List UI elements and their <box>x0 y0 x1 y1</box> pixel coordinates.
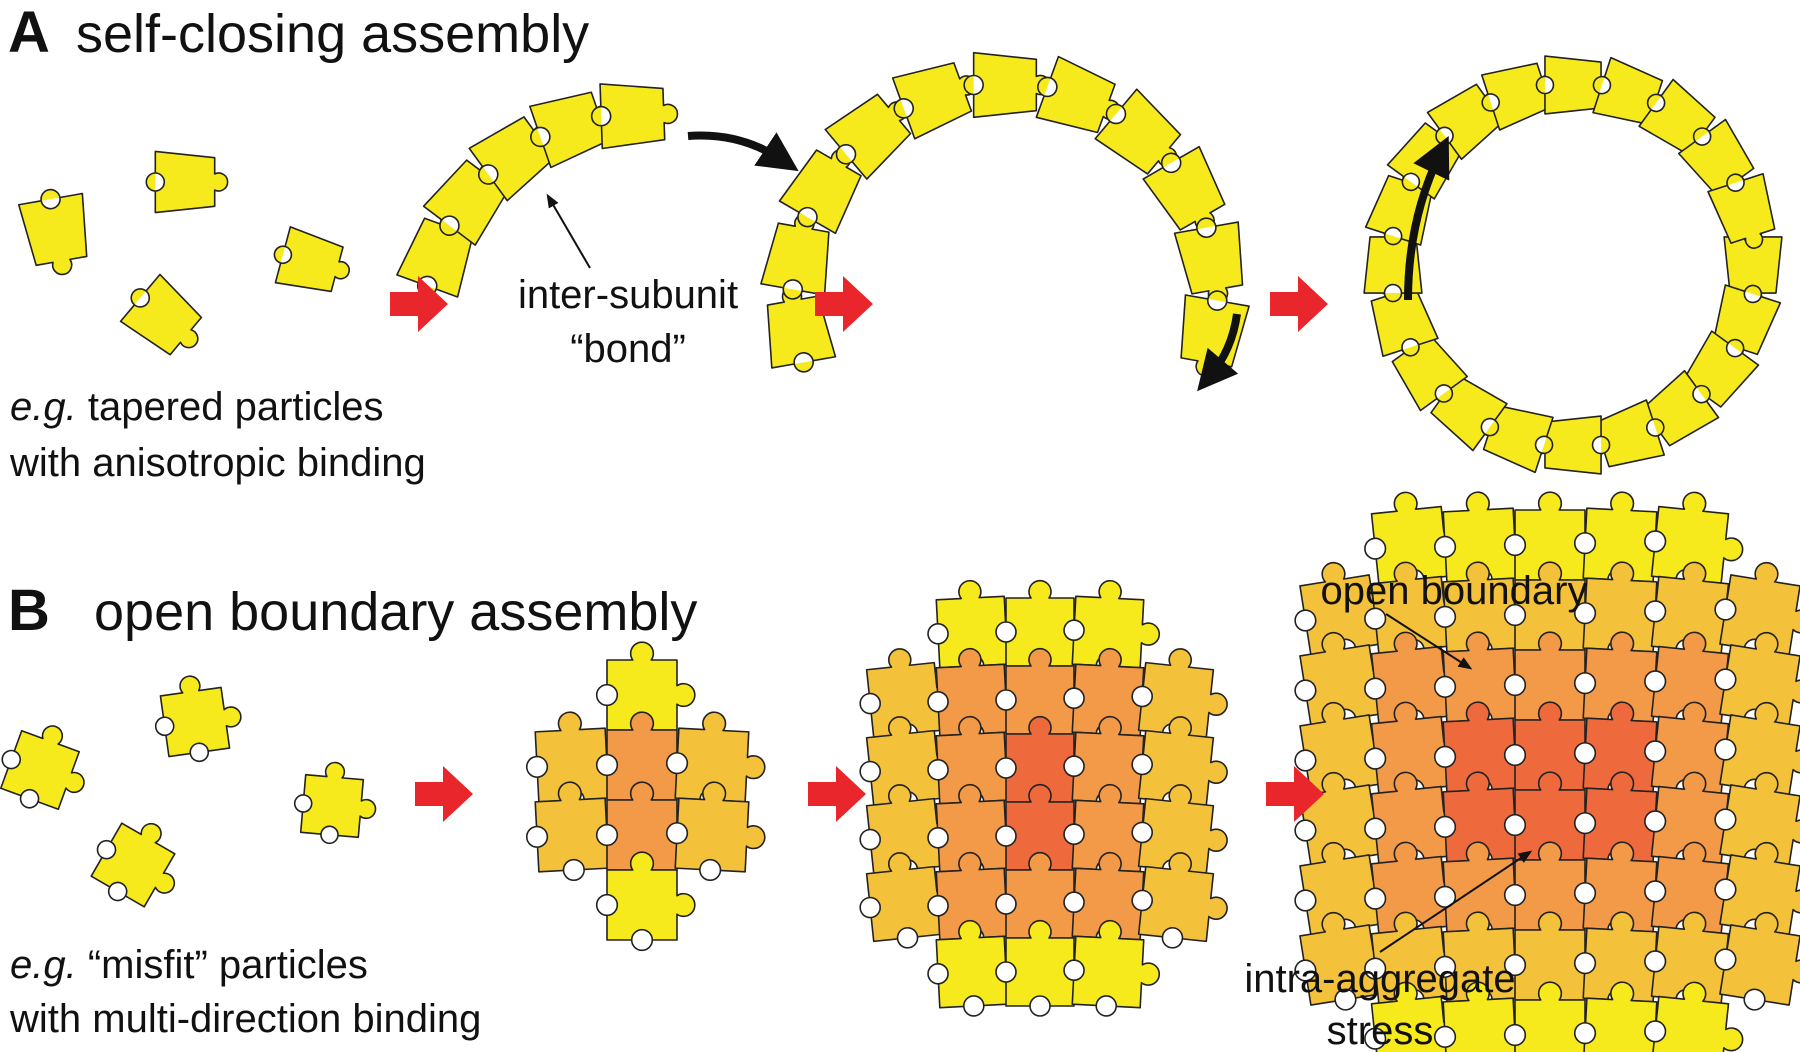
growth-arrow-short-arc <box>687 131 799 172</box>
panel-b-title: open boundary assembly <box>94 582 697 642</box>
panel-b-caption-rest: “misfit” particles <box>77 943 368 987</box>
closed-ring-aggregate <box>1363 55 1783 475</box>
panel-a-letter: A <box>8 0 50 65</box>
panel-a-caption-line2: with anisotropic binding <box>9 441 426 485</box>
arc2-subunit-6 <box>1035 55 1121 134</box>
progress-arrow-b3 <box>1266 766 1324 822</box>
loose-tapered-subunits <box>17 150 350 356</box>
short-arc-aggregate <box>396 83 679 298</box>
tapered-subunit-1 <box>17 188 88 276</box>
progress-arrow-b2 <box>808 766 866 822</box>
panel-b-caption-line2: with multi-direction binding <box>9 997 481 1041</box>
large-piece-r7-c5 <box>1644 981 1744 1052</box>
open-boundary-pointer <box>1385 613 1473 670</box>
medium-aggregate <box>859 579 1228 1017</box>
large-piece-r6-c0 <box>1294 911 1394 1011</box>
panel-a-caption-italic: e.g. <box>10 385 77 429</box>
progress-arrow-a3 <box>1270 276 1328 332</box>
tapered-subunit-3 <box>273 226 350 293</box>
stress-label-line2: stress <box>1327 1009 1434 1052</box>
panel-a: A self-closing assembly inter-subunit “b… <box>8 0 1783 485</box>
bond-pointer <box>546 193 591 269</box>
stress-pointer <box>1379 850 1533 953</box>
stress-label-line1: intra-aggregate <box>1244 957 1515 1001</box>
panel-a-caption-line1: e.g. tapered particles <box>10 385 384 429</box>
arc1-subunit-4 <box>590 83 679 150</box>
arc2-subunit-5 <box>963 51 1051 119</box>
arc2-subunit-2 <box>778 149 862 235</box>
growth-arrow-long-arc <box>1197 313 1241 392</box>
tapered-subunit-2 <box>145 150 229 214</box>
large-piece-r7-c2 <box>1433 981 1534 1052</box>
panel-b-letter: B <box>8 578 50 643</box>
misfit-subunit-1 <box>0 725 85 811</box>
arc2-subunit-8 <box>1142 145 1226 231</box>
bond-label-line2: “bond” <box>570 327 686 371</box>
small-piece-r3-c1 <box>595 851 696 952</box>
long-arc-aggregate <box>760 51 1250 377</box>
ring-subunit-5 <box>1532 415 1611 475</box>
small-aggregate <box>525 641 766 952</box>
ring-subunit-19 <box>1707 172 1776 249</box>
arc2-subunit-3 <box>824 93 912 180</box>
panel-a-caption-rest: tapered particles <box>77 385 384 429</box>
small-piece-r1-c1 <box>595 711 696 812</box>
progress-arrow-b1 <box>415 766 473 822</box>
panel-b: B open boundary assembly open boundary i… <box>0 491 1800 1052</box>
medium-piece-r3-c4 <box>1131 784 1228 881</box>
arc2-subunit-7 <box>1094 88 1182 175</box>
progress-arrow-a2 <box>815 276 873 332</box>
panel-b-caption-line1: e.g. “misfit” particles <box>10 943 368 987</box>
misfit-subunit-2 <box>154 675 242 763</box>
small-piece-r2-c2 <box>665 781 766 882</box>
tapered-subunit-4 <box>119 273 203 356</box>
large-aggregate <box>1294 491 1800 1052</box>
large-piece-r6-c6 <box>1714 911 1800 1011</box>
arc2-subunit-1 <box>760 213 830 300</box>
arc2-subunit-10 <box>1180 290 1250 377</box>
medium-piece-r5-c3 <box>1063 919 1161 1017</box>
open-boundary-label: open boundary <box>1321 569 1588 613</box>
medium-piece-r5-c1 <box>927 919 1025 1017</box>
misfit-subunit-4 <box>293 761 377 845</box>
arc2-subunit-4 <box>891 62 977 140</box>
progress-arrow-a1 <box>390 276 448 332</box>
panel-b-caption-italic: e.g. <box>10 943 77 987</box>
small-piece-r2-c0 <box>525 781 626 882</box>
large-piece-r0-c3 <box>1503 491 1604 592</box>
panel-a-title: self-closing assembly <box>76 4 589 64</box>
arc2-subunit-9 <box>1173 217 1244 304</box>
closure-arrow-ring <box>1404 136 1450 301</box>
bond-label-line1: inter-subunit <box>518 273 738 317</box>
misfit-subunit-3 <box>90 822 176 908</box>
medium-piece-r4-c4 <box>1131 852 1228 949</box>
loose-misfit-subunits <box>0 675 377 908</box>
